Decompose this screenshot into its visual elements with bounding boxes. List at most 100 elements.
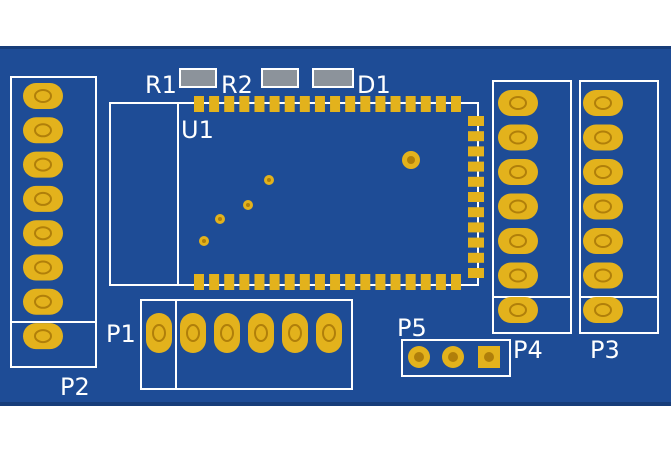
r2-center <box>274 70 286 86</box>
u1-bottom-pad <box>405 274 416 290</box>
p1-pin-hole <box>254 324 268 342</box>
r1-pad-right <box>204 70 215 86</box>
pcb-top-edge <box>0 46 671 49</box>
p5-pin-hole <box>448 352 458 362</box>
via-hole <box>267 178 271 182</box>
vias <box>199 151 420 246</box>
p1-pin-hole <box>220 324 234 342</box>
u1-top-pad <box>269 96 280 112</box>
u1-top-pad <box>254 96 265 112</box>
p3-pin <box>583 159 623 185</box>
u1-top-pad <box>390 96 401 112</box>
p2-pin-hole <box>34 157 52 172</box>
p2-pin-hole <box>34 191 52 206</box>
u1-bottom-pad <box>269 274 280 290</box>
smd-d1 <box>312 68 354 88</box>
p2-pin-hole <box>34 226 52 241</box>
u1-top-pad <box>209 96 220 112</box>
p1-pin <box>214 313 240 353</box>
via-hole <box>218 217 222 221</box>
through-hole-pins <box>23 83 623 368</box>
p2-pin <box>23 323 63 350</box>
p3-pin <box>583 297 623 323</box>
p3-pin-hole <box>594 96 612 110</box>
u1-top-pad <box>360 96 371 112</box>
p1-pin-hole <box>288 324 302 342</box>
p3-pin-hole <box>594 303 612 317</box>
p2-pin-hole <box>34 260 52 275</box>
u1-top-pad <box>299 96 310 112</box>
p4-pin-hole <box>509 303 527 317</box>
u1-bottom-pad <box>239 274 250 290</box>
p1-outline <box>140 299 353 390</box>
p2-pin-hole <box>34 329 52 344</box>
p2-pin <box>23 220 63 247</box>
p4-pin <box>498 159 538 185</box>
p1-pin <box>282 313 308 353</box>
p3-pin <box>583 228 623 254</box>
p1-pin <box>146 313 172 353</box>
p1-label: P1 <box>106 320 136 348</box>
p3-pin <box>583 262 623 289</box>
p4-pin-hole <box>509 96 527 110</box>
via-hole <box>202 239 206 243</box>
u1-top-pad <box>314 96 325 112</box>
p4-pin-hole <box>509 268 527 283</box>
p4-pin <box>498 90 538 116</box>
u1-bottom-pad <box>224 274 235 290</box>
u1-top-pad <box>435 96 446 112</box>
u1-right-pad <box>468 116 484 126</box>
p3-pin-hole <box>594 234 612 248</box>
p2-pin <box>23 83 63 109</box>
u1-top-pad <box>284 96 295 112</box>
p4-pin <box>498 297 538 323</box>
smd-r1 <box>179 68 217 88</box>
u1-top-pad <box>194 96 204 112</box>
u1-top-pad <box>451 96 461 112</box>
u1-bottom-pad <box>330 274 341 290</box>
u1-pads <box>194 96 484 290</box>
p2-pin <box>23 185 63 212</box>
u1-bottom-pad <box>299 274 310 290</box>
p3-label: P3 <box>590 336 620 364</box>
p2-pin <box>23 254 63 281</box>
u1-right-pad <box>468 237 484 248</box>
p4-pin-hole <box>509 130 527 145</box>
p4-pin-hole <box>509 165 527 179</box>
u1-top-pad <box>330 96 341 112</box>
p1-pin <box>316 313 342 353</box>
p5-pin-square-hole <box>484 352 494 362</box>
p2-pin <box>23 151 63 178</box>
p3-pin-hole <box>594 199 612 214</box>
u1-right-pad <box>468 192 484 202</box>
u1-label: U1 <box>181 116 214 144</box>
p1-pin-hole <box>152 324 166 342</box>
u1-right-pad <box>468 268 484 278</box>
p4-pin <box>498 124 538 151</box>
p4-pin <box>498 262 538 289</box>
u1-right-pad <box>468 207 484 218</box>
u1-right-pad <box>468 252 484 263</box>
p4-pin-hole <box>509 199 527 214</box>
r2-pad-left <box>263 70 274 86</box>
d1-center <box>326 70 339 86</box>
p4-outline <box>492 80 572 334</box>
p1-pin <box>248 313 274 353</box>
p3-pin-hole <box>594 268 612 283</box>
pcb-bottom-edge <box>0 402 671 406</box>
u1-bottom-pad <box>194 274 204 290</box>
u1-top-pad <box>420 96 431 112</box>
u1-bottom-pad <box>435 274 446 290</box>
u1-bottom-pad <box>360 274 371 290</box>
p1-pin-hole <box>322 324 336 342</box>
p2-pin-hole <box>34 294 52 309</box>
u1-bottom-pad <box>420 274 431 290</box>
u1-top-pad <box>405 96 416 112</box>
d1-pad-left <box>314 70 326 86</box>
p3-pin-hole <box>594 130 612 145</box>
u1-bottom-pad <box>209 274 220 290</box>
r1-label: R1 <box>145 71 177 99</box>
smd-r2 <box>261 68 299 88</box>
